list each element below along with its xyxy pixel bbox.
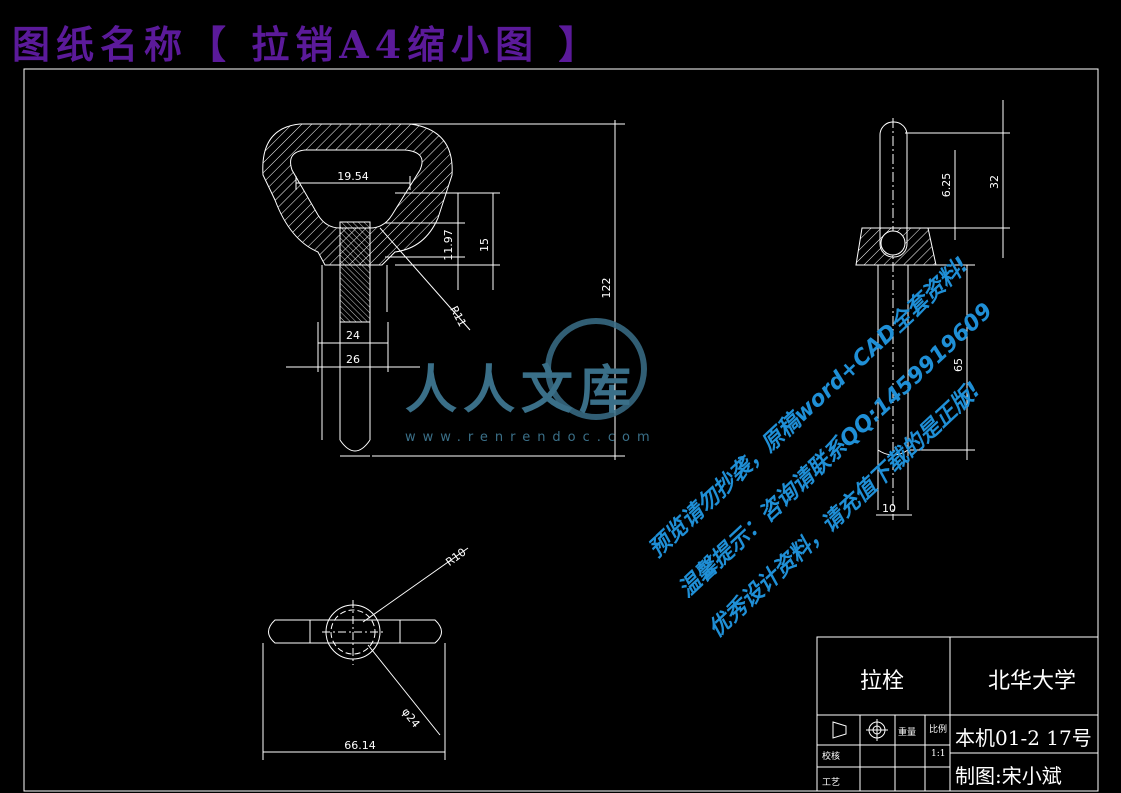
side-view (855, 100, 1010, 520)
dim-10: 10 (882, 502, 896, 515)
dim-24: 24 (346, 329, 360, 342)
dim-6-25: 6.25 (940, 173, 953, 198)
front-view (262, 120, 625, 460)
watermark-circle (545, 318, 647, 420)
part-name: 拉栓 (860, 669, 905, 694)
drawing-title: 图纸名称【 拉销A4缩小图 】 (12, 22, 603, 67)
watermark-url: www.renrendoc.com (405, 430, 657, 445)
title-block (816, 636, 1099, 792)
sheet-border (23, 68, 1099, 792)
mass-label: 重量 (898, 728, 917, 738)
shank-section (339, 221, 371, 323)
dim-32: 32 (988, 175, 1001, 189)
bottom-view (262, 547, 469, 760)
bottom-view-labels: R10 φ24 66.14 (344, 546, 468, 752)
process-label: 工艺 (822, 778, 841, 788)
scale-value: 1:1 (931, 749, 946, 759)
side-view-labels: 6.25 32 65 10 (882, 173, 1001, 515)
scale-label: 比例 (929, 725, 948, 735)
dim-66-14: 66.14 (344, 739, 376, 752)
dim-26: 26 (346, 353, 360, 366)
dim-65: 65 (952, 358, 965, 372)
class-label: 本机01-2 17号 (955, 726, 1092, 750)
drawn-by: 制图:宋小斌 (955, 764, 1062, 788)
dim-15: 15 (478, 238, 491, 252)
watermark-logo: 人人文库 (405, 318, 647, 423)
dim-11-97: 11.97 (442, 229, 455, 261)
watermark-brand: 人人文库 (405, 360, 638, 421)
dim-122: 122 (600, 278, 613, 299)
dim-r10: R10 (443, 546, 468, 569)
dim-19-54: 19.54 (337, 170, 369, 183)
check-label: 校核 (822, 752, 841, 762)
school-name: 北华大学 (988, 669, 1077, 694)
